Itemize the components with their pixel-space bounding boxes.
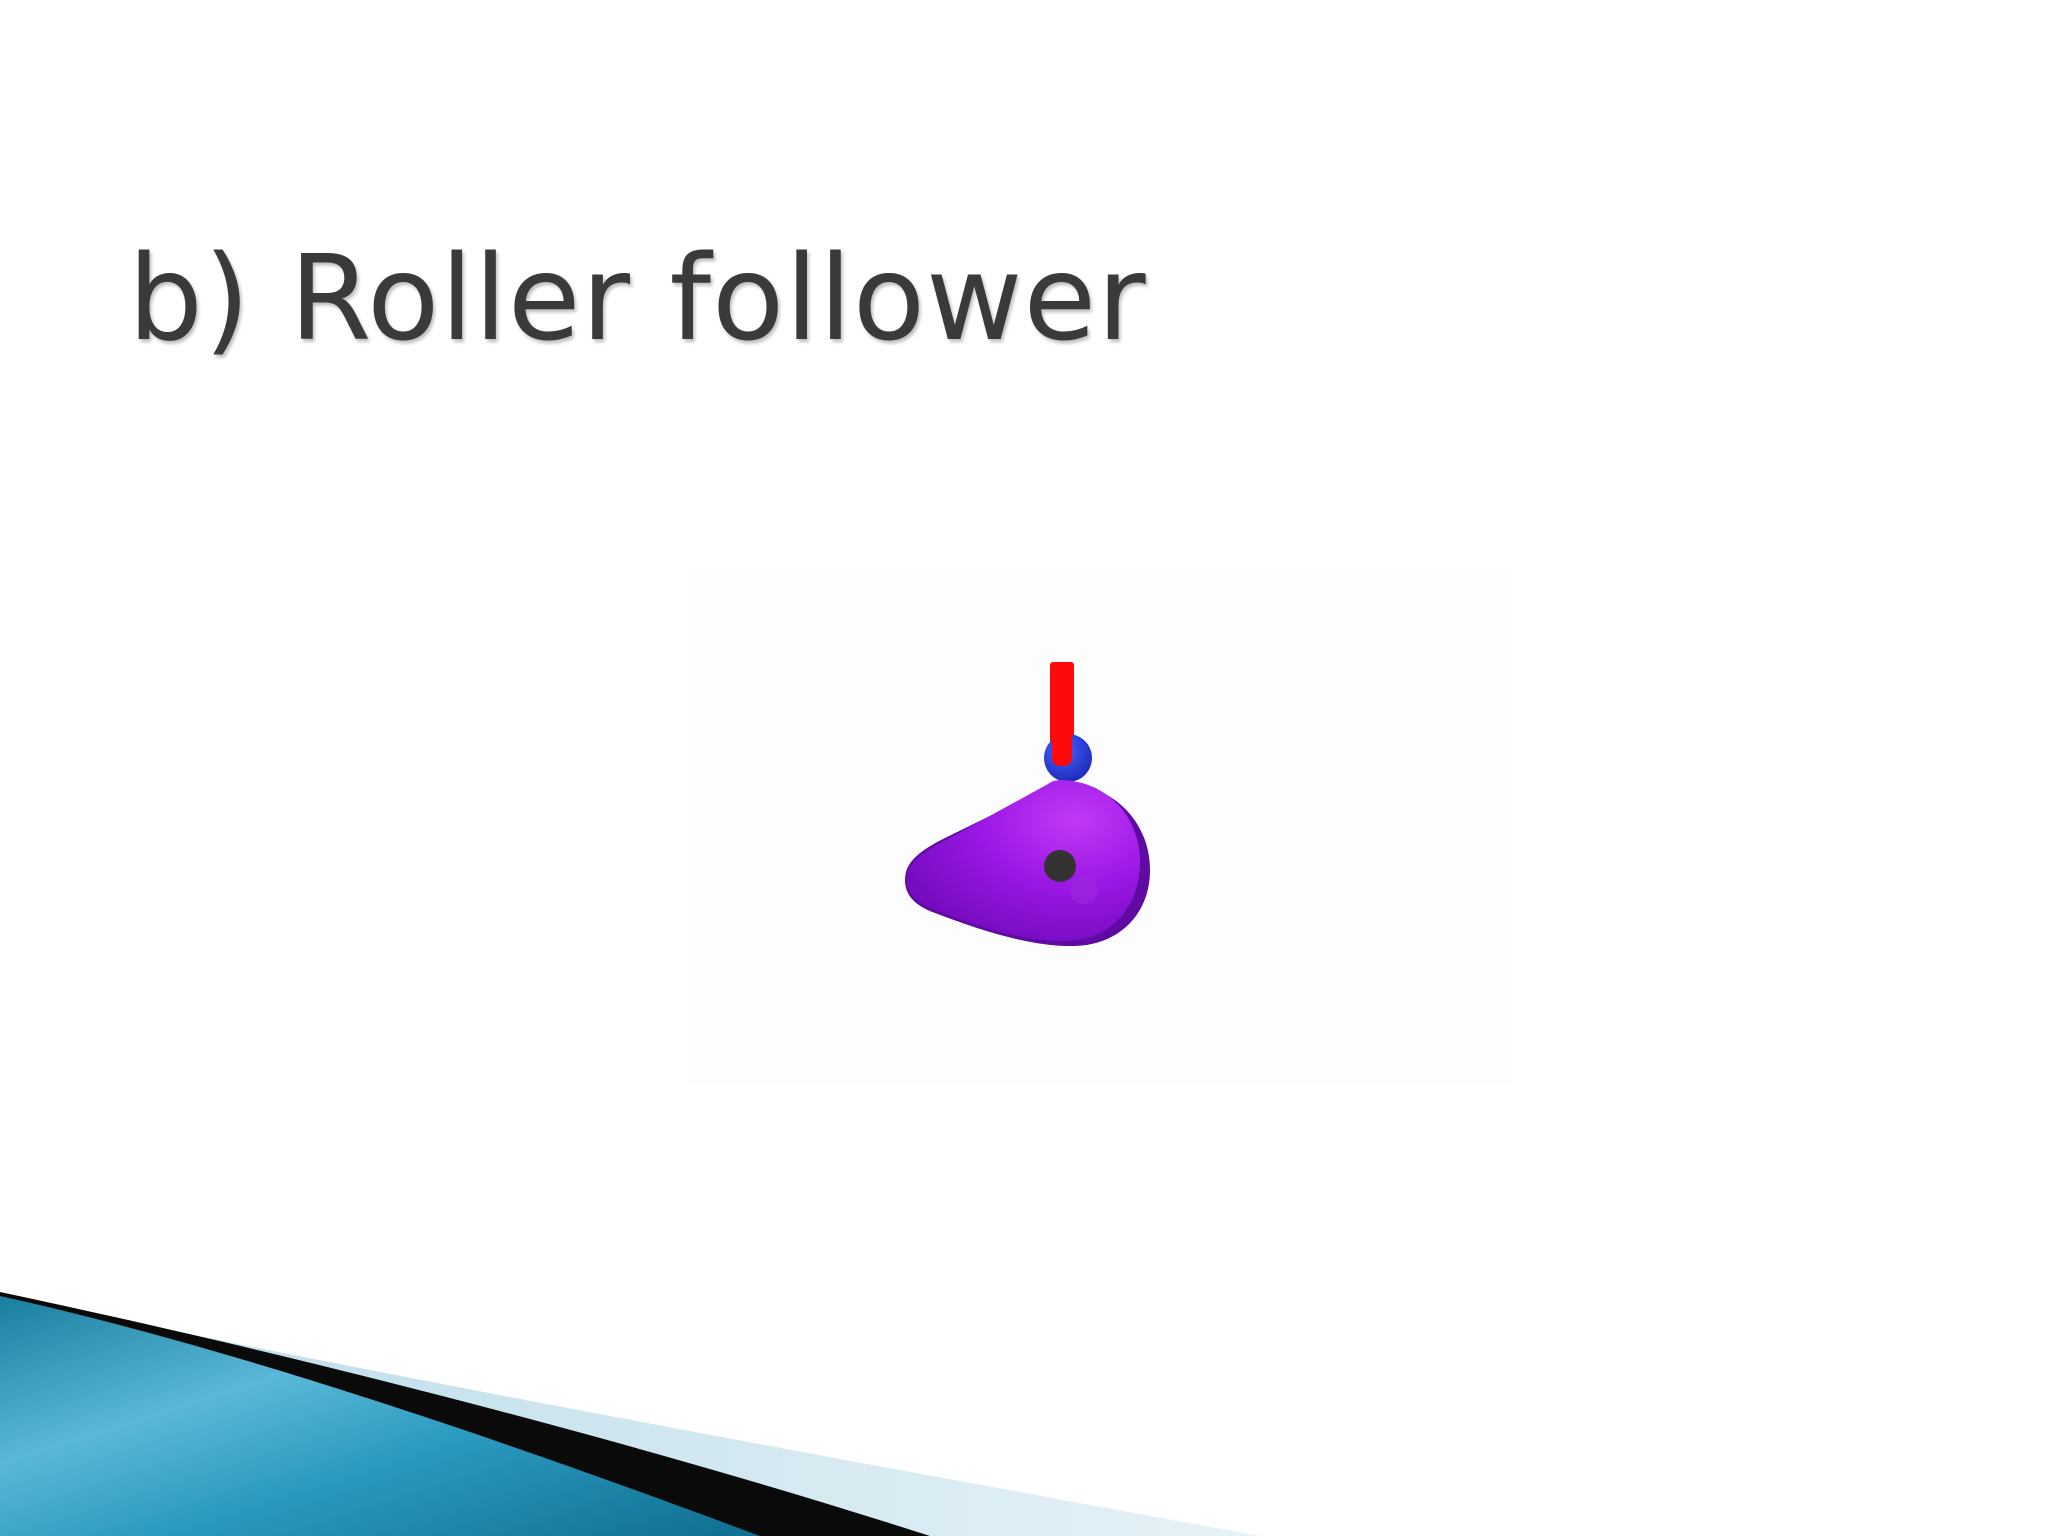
shaft-icon — [1044, 850, 1076, 882]
shaft-shadow — [1070, 876, 1098, 904]
swoosh-teal — [0, 1296, 760, 1536]
follower-stem-tip — [1052, 720, 1072, 766]
slide-title: b) Roller follower — [128, 229, 1147, 367]
